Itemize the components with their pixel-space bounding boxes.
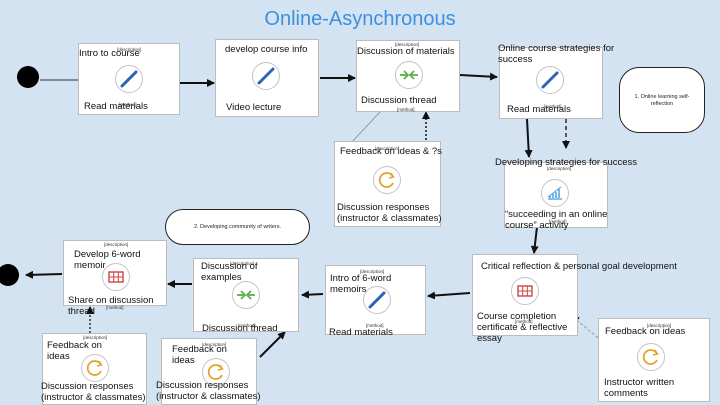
node-label-top: Online course strategies for success xyxy=(498,43,615,65)
description-tag: [description] xyxy=(547,166,572,171)
node-developing-strategies[interactable]: Developing strategies for success [descr… xyxy=(495,157,637,231)
node-label-top: Intro to course xyxy=(79,48,140,59)
node-label-top: Feedback on ideas xyxy=(172,344,227,366)
end-node xyxy=(0,264,19,286)
refresh-icon xyxy=(637,343,665,371)
node-label-bottom: Discussion responses (instructor & class… xyxy=(156,380,261,402)
node-discussion-materials[interactable]: [description] Discussion of materials Di… xyxy=(356,40,460,112)
method-tag: [method] xyxy=(106,305,124,310)
method-tag: [method] xyxy=(366,323,384,328)
node-label-bottom: Instructor written comments xyxy=(604,377,675,399)
node-label-bottom: Course completion certificate & reflecti… xyxy=(477,311,568,344)
edge-instructor-to-critical xyxy=(571,315,599,339)
start-node xyxy=(17,66,39,88)
pencil-icon xyxy=(536,66,564,94)
node-feedback-mid[interactable]: [description] Feedback on ideas Discussi… xyxy=(156,338,261,405)
method-tag: [method] xyxy=(515,319,533,324)
node-label-bottom: Read materials xyxy=(507,104,571,115)
method-tag: [method] xyxy=(119,102,137,107)
chart-icon xyxy=(541,179,569,207)
node-label-bottom: Video lecture xyxy=(226,102,282,113)
refresh-icon xyxy=(202,358,230,386)
annotation-community: 2. Developing community of writers. xyxy=(165,209,310,245)
node-label-bottom: Read materials xyxy=(84,101,148,112)
description-tag: [description] xyxy=(83,335,108,340)
node-label-bottom: Read materials xyxy=(329,327,393,338)
node-label-top: develop course info xyxy=(225,44,308,55)
node-label-top: Developing strategies for success xyxy=(495,157,638,168)
node-intro-memoirs[interactable]: [description] Intro of 6-word memoirs [m… xyxy=(325,265,426,338)
node-label-top: Intro of 6-word memoirs xyxy=(330,273,392,295)
refresh-icon xyxy=(373,166,401,194)
annotation-community-text: 2. Developing community of writers. xyxy=(193,224,282,230)
node-label-bottom: Discussion thread xyxy=(202,323,278,334)
diagram-title: Online-Asynchronous xyxy=(264,8,456,30)
node-label-bottom: Discussion responses (instructor & class… xyxy=(337,202,442,224)
node-label-top: Discussion of materials xyxy=(357,46,455,57)
refresh-icon xyxy=(81,354,109,382)
method-tag: [method] xyxy=(544,104,562,109)
node-label-bottom: Share on discussion thread xyxy=(68,295,154,317)
edge-memoirs-to-examples xyxy=(301,290,324,299)
node-label-top: Discussion of examples xyxy=(201,261,258,283)
pencil-icon xyxy=(115,65,143,93)
description-tag: [description] xyxy=(104,242,129,247)
arrows-inward-icon xyxy=(232,281,260,309)
node-label-top: Develop 6-word memoir xyxy=(74,249,141,271)
description-tag: [description] xyxy=(202,342,227,347)
edge-developing-to-critical xyxy=(530,226,539,254)
method-tag: [method] xyxy=(238,323,256,328)
method-tag: [method] xyxy=(549,219,567,224)
node-label-top: Feedback on ideas xyxy=(47,340,102,362)
node-label-bottom: Discussion responses (instructor & class… xyxy=(41,381,146,403)
edge-critical-to-memoirs xyxy=(427,291,471,300)
edge-discussion-to-strategies xyxy=(459,72,498,81)
description-tag: [description] xyxy=(360,269,385,274)
node-intro-course[interactable]: Intro to course [description] Read mater… xyxy=(78,43,180,115)
pencil-icon xyxy=(363,286,391,314)
description-tag: [description] xyxy=(395,42,420,47)
annotation-self-reflection: 1. Online learning self-reflection xyxy=(619,67,705,133)
node-feedback-ideas-questions[interactable]: Feedback on ideas & ?s [description] Dis… xyxy=(334,141,442,227)
node-critical-reflection[interactable]: Critical reflection & personal goal deve… xyxy=(472,254,677,344)
node-label-top: Feedback on ideas & ?s xyxy=(340,146,442,157)
node-discussion-examples[interactable]: [description] Discussion of examples Dis… xyxy=(193,258,299,334)
edge-develop-to-end xyxy=(25,270,63,279)
node-label-top: Critical reflection & personal goal deve… xyxy=(481,261,677,272)
grid-icon xyxy=(102,263,130,291)
edge-feedback-mid-to-examples xyxy=(259,331,286,358)
node-feedback-left[interactable]: [description] Feedback on ideas Discussi… xyxy=(41,333,147,405)
method-tag: [method] xyxy=(397,107,415,112)
node-label-top: Feedback on ideas xyxy=(605,326,686,337)
pencil-icon xyxy=(252,62,280,90)
description-tag: [description] xyxy=(230,261,255,266)
edge-strategies-to-developing xyxy=(524,118,533,158)
description-tag: [description] xyxy=(647,323,672,328)
grid-icon xyxy=(511,277,539,305)
node-label-bottom: Discussion thread xyxy=(361,95,437,106)
node-label-bottom: “succeeding in an online course” activit… xyxy=(505,209,608,231)
annotation-self-reflection-text: 1. Online learning self-reflection xyxy=(634,94,690,107)
node-develop-memoir[interactable]: [description] Develop 6-word memoir Shar… xyxy=(63,240,167,317)
node-strategies-success[interactable]: Online course strategies for success Rea… xyxy=(498,43,614,119)
description-tag: [description] xyxy=(375,146,400,151)
arrows-inward-icon xyxy=(395,61,423,89)
description-tag: [description] xyxy=(117,47,142,52)
node-feedback-instructor[interactable]: [description] Feedback on ideas Instruct… xyxy=(598,318,710,402)
node-develop-course-info[interactable]: develop course info Video lecture xyxy=(215,39,319,117)
